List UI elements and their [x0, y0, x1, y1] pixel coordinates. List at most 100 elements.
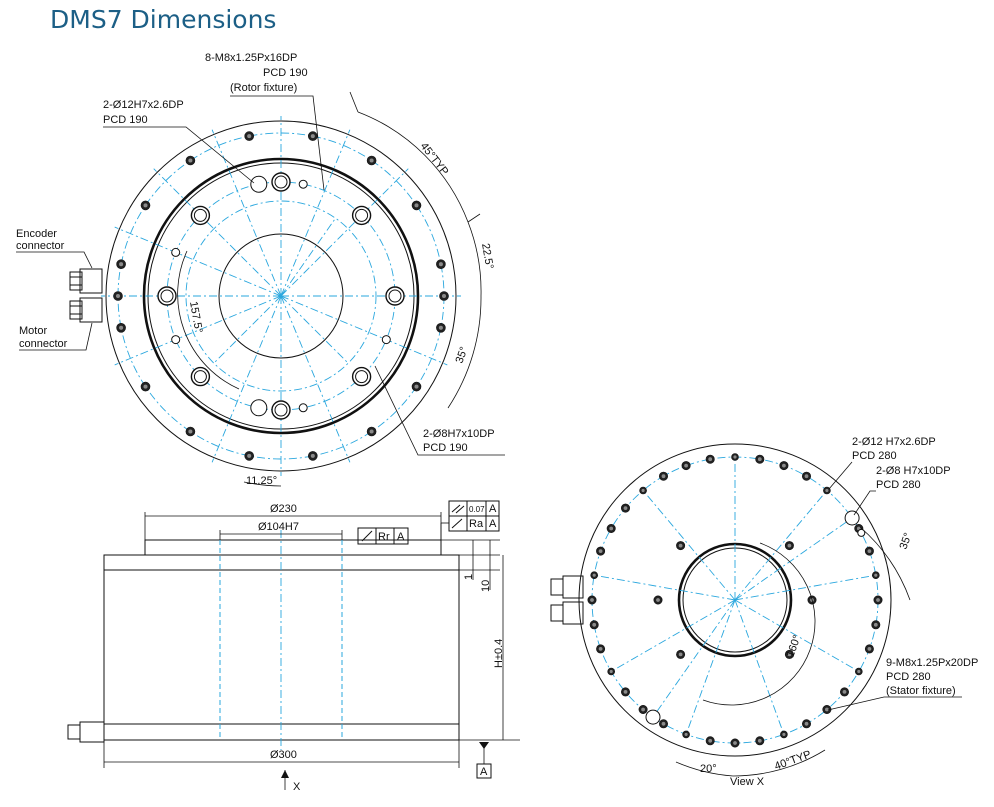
- stator-mount-hole: [411, 200, 422, 211]
- rotor-fixture-hole: [190, 366, 211, 387]
- center-line: [734, 490, 828, 601]
- stator-fixture-hole: [639, 486, 647, 495]
- runout-rr-symbol: Rr: [378, 531, 390, 543]
- pin8-leader: [374, 365, 505, 456]
- view-x-arrow: X: [281, 770, 301, 793]
- dowel-pin-hole: [250, 399, 268, 417]
- bottom-angle-arc-40: [732, 749, 826, 777]
- rotor-holes-callout-line3: (Rotor fixture): [230, 82, 297, 94]
- bottom-angle-arc-160: [702, 542, 816, 706]
- pin12-callout-line1: 2-Ø12H7x2.6DP: [103, 99, 184, 111]
- rotor-fixture-hole: [385, 286, 405, 306]
- motor-connector-housing: [69, 297, 103, 323]
- runout-rr-frame: Rr A: [357, 527, 409, 545]
- dim-label-104: Ø104H7: [258, 521, 299, 533]
- dowel-pin-hole: [298, 403, 308, 413]
- angle-label-22-5: 22.5°: [479, 242, 495, 270]
- outer-hole: [871, 620, 881, 630]
- front-center-lines: [101, 116, 461, 476]
- outer-hole: [839, 687, 849, 697]
- stator-holes-line1: 9-M8x1.25Px20DP: [886, 657, 978, 669]
- stator-mount-hole: [116, 322, 126, 333]
- dowel-pin-hole: [381, 335, 391, 345]
- rotor-fixture-hole: [271, 400, 291, 420]
- bottom-pin8-line1: 2-Ø8 H7x10DP: [876, 465, 951, 477]
- center-line: [280, 168, 409, 297]
- rotor-holes-callout-line1: 8-M8x1.25Px16DP: [205, 52, 297, 64]
- bottom-angle-arc-35: [859, 526, 911, 601]
- inner-hole: [676, 541, 686, 551]
- angle-label-35: 35°: [454, 345, 471, 365]
- outer-hole: [779, 461, 789, 471]
- datum-a-marker: A: [476, 742, 492, 779]
- rotor-fixture-hole: [271, 172, 291, 192]
- angle-label-45-typ: 45°TYP: [418, 140, 451, 177]
- outer-hole: [864, 644, 874, 654]
- stator-outer-circle: [105, 120, 457, 472]
- center-line: [280, 295, 349, 364]
- stator-mount-hole: [185, 426, 196, 437]
- stator-fixture-holes: [587, 453, 883, 748]
- inner-hole: [676, 649, 686, 659]
- stator-mount-hole: [307, 451, 318, 461]
- outer-hole: [801, 719, 811, 729]
- bottom-angle-label-160: 160°: [785, 634, 804, 659]
- stator-fixture-hole: [823, 486, 831, 495]
- center-line: [734, 599, 785, 735]
- pin8-callout-line1: 2-Ø8H7x10DP: [423, 428, 495, 440]
- bottom-pin8-line2: PCD 280: [876, 479, 921, 491]
- outer-hole: [755, 736, 765, 746]
- bottom-pin12-line2: PCD 280: [852, 450, 897, 462]
- encoder-leader: [16, 251, 93, 269]
- stator-mount-hole: [116, 259, 126, 270]
- stator-mount-hole: [436, 259, 446, 270]
- page-title: DMS7 Dimensions: [50, 5, 276, 34]
- inner-hole: [653, 595, 663, 605]
- dim-label-1: 1: [463, 574, 475, 580]
- datum-a-label: A: [480, 766, 488, 778]
- inner-holes: [645, 510, 866, 725]
- bottom-angle-label-20: 20°: [700, 763, 717, 775]
- front-view: 45°TYP 22.5° 35° 157.5° 11.25° 8-M8x1.25…: [16, 52, 505, 487]
- center-line: [594, 574, 736, 601]
- center-line: [652, 599, 736, 718]
- center-line: [642, 490, 736, 601]
- outer-hole: [620, 687, 630, 697]
- center-line: [280, 295, 448, 366]
- stator-fixture-hole: [590, 571, 599, 580]
- stator-mount-hole: [436, 322, 446, 333]
- bottom-angle-label-35: 35°: [898, 531, 915, 551]
- dim-label-300: Ø300: [270, 749, 297, 761]
- dim-label-10: 10: [480, 580, 492, 592]
- outer-hole: [638, 704, 648, 714]
- outer-hole: [606, 523, 616, 533]
- outer-hole: [620, 503, 630, 513]
- parallel-tolerance-value: 0.07: [469, 505, 485, 514]
- outer-hole: [755, 454, 765, 464]
- outer-hole: [587, 595, 597, 605]
- center-line: [685, 599, 736, 735]
- rotor-fixture-hole: [190, 205, 211, 226]
- motor-label-line2: connector: [19, 338, 68, 350]
- stator-holes-line3: (Stator fixture): [886, 685, 956, 697]
- rotor-boundary-circle: [142, 157, 420, 435]
- stator-fixture-hole: [871, 571, 880, 580]
- stator-mount-hole: [439, 291, 449, 301]
- outer-hole: [658, 719, 668, 729]
- encoder-label-line2: connector: [16, 240, 65, 252]
- angle-arc-22-5: [467, 221, 482, 297]
- stator-mount-hole: [113, 291, 123, 301]
- outer-hole: [596, 546, 606, 556]
- bottom-outer-circle: [578, 443, 892, 757]
- angle-arc-157-5: [177, 250, 240, 390]
- parallel-tolerance-datum: A: [489, 503, 497, 515]
- outer-hole: [681, 461, 691, 471]
- motor-leader: [19, 322, 93, 351]
- rotor-fixture-holes: [157, 172, 405, 420]
- center-line: [114, 226, 282, 297]
- stator-fixture-hole: [731, 453, 739, 461]
- rotor-holes-callout-line2: PCD 190: [263, 67, 308, 79]
- bottom-connectors: [550, 575, 584, 625]
- runout-rr-datum: A: [397, 531, 405, 543]
- runout-ra-datum: A: [489, 518, 497, 530]
